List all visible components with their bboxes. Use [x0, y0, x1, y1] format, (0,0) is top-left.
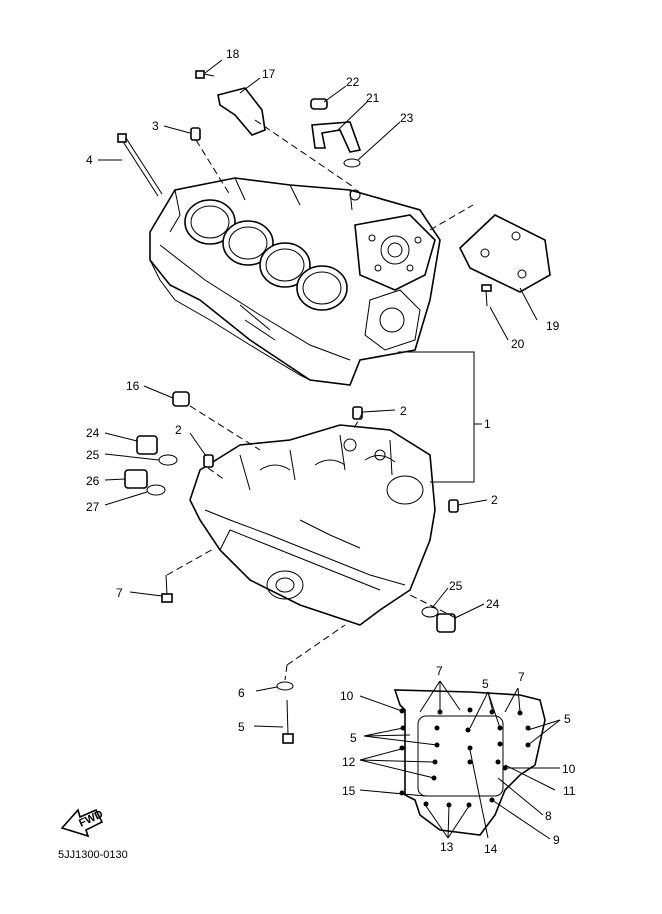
label-2c: 2: [491, 493, 498, 507]
upper-crankcase: [149, 177, 441, 386]
label-18: 18: [226, 47, 240, 61]
inset-label-13: 13: [440, 840, 454, 854]
bolt-pattern-inset: [393, 689, 546, 836]
dowel-pin-2b: [203, 454, 214, 468]
label-17: 17: [262, 67, 276, 81]
plug-26: [124, 469, 148, 489]
washer-6: [276, 681, 294, 691]
label-24b: 24: [486, 597, 500, 611]
inset-labels: 7 5 7 10 5 5 12 10 11 15 8 9 13 14: [340, 664, 576, 856]
label-1: 1: [484, 417, 491, 431]
inset-label-14: 14: [484, 842, 498, 856]
inset-label-10b: 10: [562, 762, 576, 776]
inset-label-12: 12: [342, 755, 356, 769]
diagram-code: 5JJ1300-0130: [58, 849, 128, 861]
dowel-pin-2c: [448, 499, 459, 513]
bolt-20: [481, 284, 492, 307]
label-24a: 24: [86, 426, 100, 440]
label-23: 23: [400, 111, 414, 125]
inset-label-7b: 7: [518, 670, 525, 684]
bolt-18: [195, 70, 215, 79]
o-ring-25b: [421, 606, 439, 618]
breather-cover-17: [217, 87, 266, 136]
leader-lines: [98, 59, 538, 728]
bolt-7: [161, 574, 173, 603]
inset-label-9: 9: [553, 833, 560, 847]
callout-labels: 18 17 22 21 3 23 4 19 20 1 16 2 2 2 24 2…: [86, 47, 560, 734]
clip-22: [310, 98, 328, 110]
label-4: 4: [86, 153, 93, 167]
label-22: 22: [346, 75, 360, 89]
label-2a: 2: [400, 404, 407, 418]
label-2b: 2: [175, 423, 182, 437]
label-25a: 25: [86, 448, 100, 462]
inset-label-5a: 5: [482, 677, 489, 691]
label-20: 20: [511, 337, 525, 351]
label-16: 16: [126, 379, 140, 393]
o-ring-23: [343, 158, 361, 168]
bolt-5: [282, 699, 294, 744]
plug-24b: [436, 613, 456, 633]
label-6: 6: [238, 686, 245, 700]
lower-crankcase: [189, 424, 436, 626]
label-25b: 25: [449, 579, 463, 593]
inset-leader-lines: [359, 680, 561, 840]
inset-label-15: 15: [342, 784, 356, 798]
label-27: 27: [86, 500, 100, 514]
hose-21: [311, 121, 362, 153]
inset-label-7a: 7: [436, 664, 443, 678]
plug-16: [172, 391, 190, 407]
label-26: 26: [86, 474, 100, 488]
inset-label-11: 11: [563, 784, 576, 798]
label-7: 7: [116, 586, 123, 600]
stud-bolt-4: [117, 133, 163, 197]
inset-label-5b: 5: [564, 712, 571, 726]
label-5: 5: [238, 720, 245, 734]
label-21: 21: [366, 91, 380, 105]
label-19: 19: [546, 319, 560, 333]
inset-label-8: 8: [545, 809, 552, 823]
label-3: 3: [152, 119, 159, 133]
plug-24a: [136, 435, 158, 455]
bracket-1: [398, 351, 482, 483]
o-ring-27: [146, 484, 166, 496]
o-ring-25a: [158, 454, 178, 466]
cover-plate-19: [459, 214, 551, 293]
inset-label-5c: 5: [350, 731, 357, 745]
dowel-pin-3: [190, 127, 201, 141]
inset-label-10a: 10: [340, 689, 354, 703]
phantom-lines: [166, 119, 474, 681]
forward-arrow-icon: FWD: [60, 808, 105, 838]
